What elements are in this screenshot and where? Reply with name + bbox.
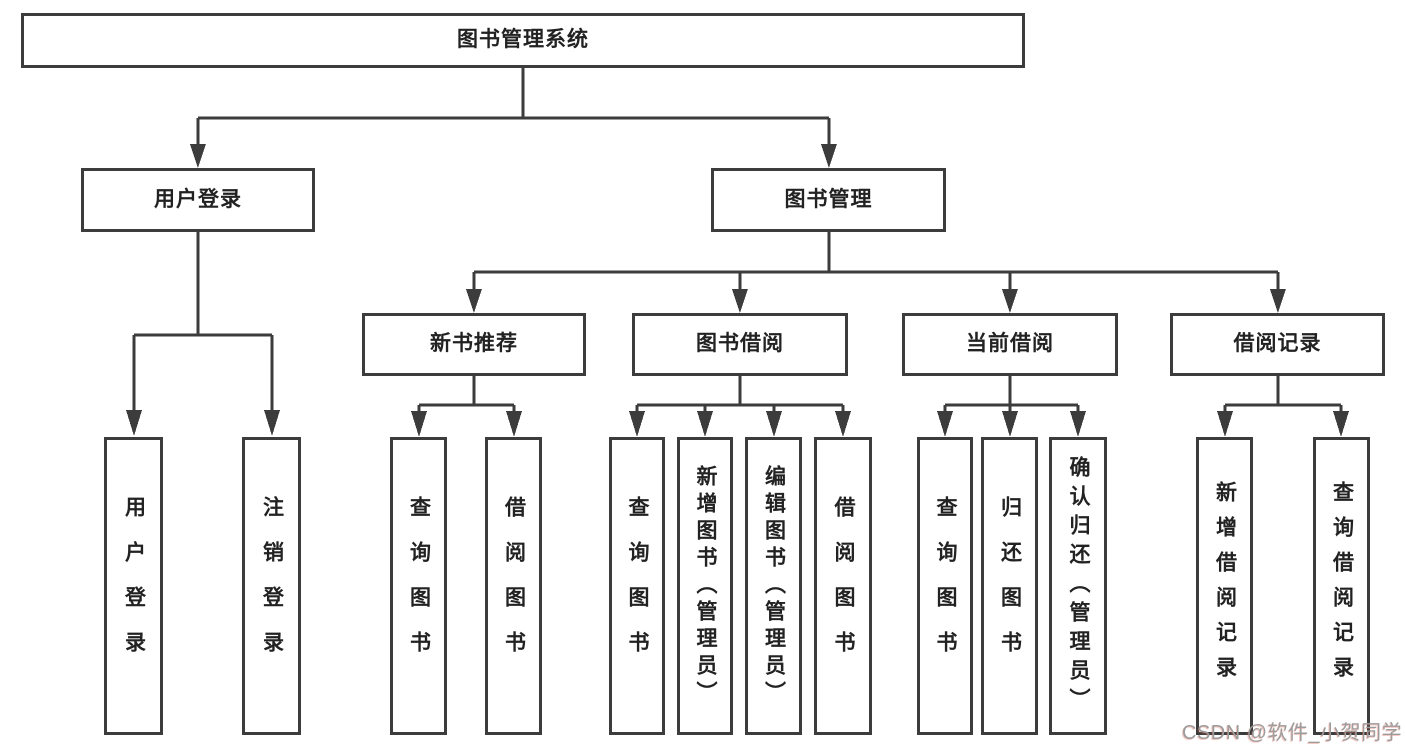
node-book-management: 图书管理 xyxy=(711,168,946,232)
connector-root-to-level2 xyxy=(190,68,837,168)
arrowhead xyxy=(1002,411,1018,437)
leaf-bor-add-books-admin: 新增图书（管理员） xyxy=(677,437,733,735)
leaf-rec-query-books: 查询图书 xyxy=(390,437,447,735)
arrowhead xyxy=(411,411,427,437)
watermark-text: CSDN @软件_小贺同学 xyxy=(1182,722,1403,744)
leaf-bor-query-books: 查询图书 xyxy=(609,437,665,735)
node-root-library-system: 图书管理系统 xyxy=(21,13,1025,68)
arrowhead xyxy=(732,289,748,313)
arrowhead xyxy=(697,411,713,437)
arrowhead xyxy=(1270,289,1286,313)
arrowhead xyxy=(506,411,522,437)
connector-book-mgmt-to-level3 xyxy=(466,232,1286,313)
leaf-recd-add-record: 新增借阅记录 xyxy=(1196,437,1253,735)
leaf-bor-borrow-books: 借阅图书 xyxy=(814,437,872,735)
arrowhead xyxy=(264,410,280,436)
arrowhead xyxy=(190,144,206,168)
connector-borrow-records-to-leaves xyxy=(1217,376,1349,437)
arrowhead xyxy=(629,411,645,437)
arrowhead xyxy=(126,410,142,436)
leaf-cur-confirm-return-admin: 确认归还（管理员） xyxy=(1049,437,1107,735)
node-borrow-records: 借阅记录 xyxy=(1170,313,1385,376)
node-book-borrow: 图书借阅 xyxy=(632,313,848,376)
arrowhead xyxy=(466,289,482,313)
arrowhead xyxy=(937,411,953,437)
connector-new-book-rec-to-leaves xyxy=(411,376,522,437)
node-new-book-recommend: 新书推荐 xyxy=(362,313,586,376)
leaf-cur-return-books: 归还图书 xyxy=(981,437,1038,735)
arrowhead xyxy=(821,144,837,168)
leaf-user-login: 用户登录 xyxy=(104,437,163,735)
leaf-cur-query-books: 查询图书 xyxy=(917,437,973,735)
arrowhead xyxy=(1002,289,1018,313)
node-user-login: 用户登录 xyxy=(81,168,315,232)
arrowhead xyxy=(766,411,782,437)
arrowhead xyxy=(1333,411,1349,437)
arrowhead xyxy=(1217,411,1233,437)
leaf-logout: 注销登录 xyxy=(242,437,301,735)
node-current-borrow: 当前借阅 xyxy=(902,313,1118,376)
leaf-bor-edit-books-admin: 编辑图书（管理员） xyxy=(745,437,802,735)
arrowhead xyxy=(1070,411,1086,437)
leaf-recd-query-record: 查询借阅记录 xyxy=(1313,437,1370,735)
arrowhead xyxy=(835,411,851,437)
connector-book-borrow-to-leaves xyxy=(629,376,851,437)
connector-user-login-to-leaves xyxy=(126,232,280,436)
leaf-rec-borrow-books: 借阅图书 xyxy=(485,437,542,735)
connector-current-borrow-to-leaves xyxy=(937,376,1086,437)
